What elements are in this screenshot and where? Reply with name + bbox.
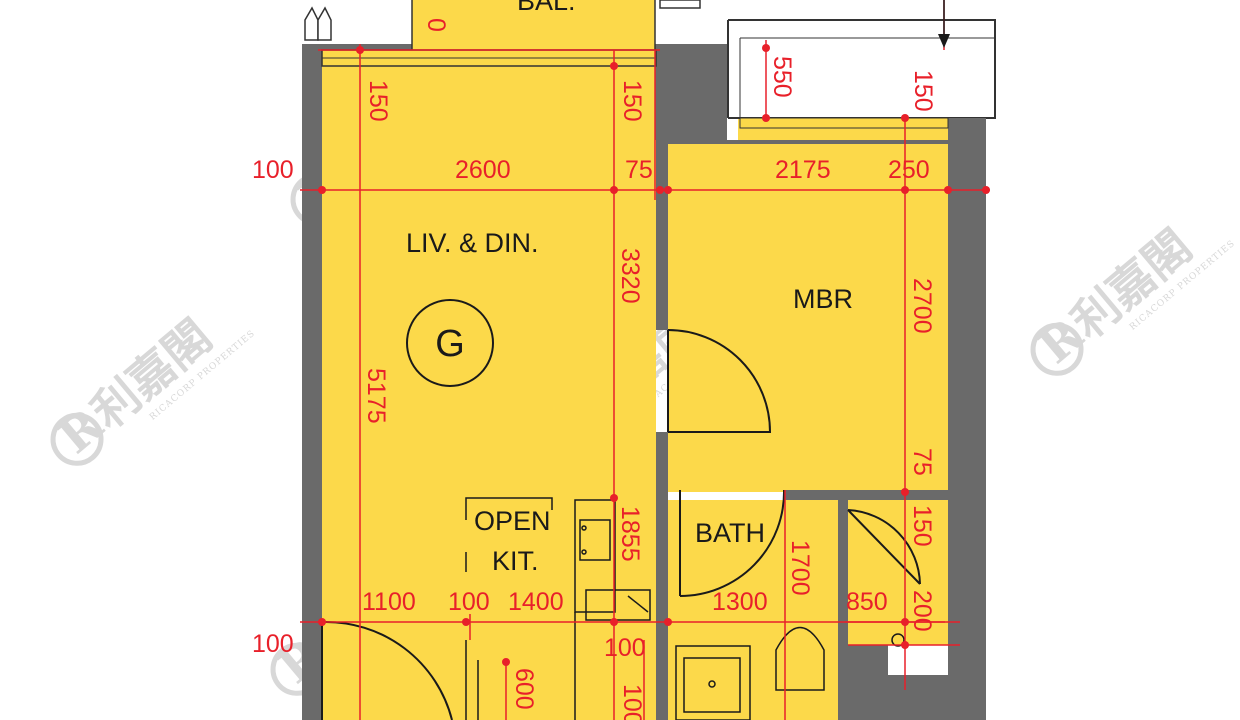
- fixtures: [465, 497, 905, 720]
- wall-column: [655, 44, 727, 140]
- walls: [302, 44, 986, 720]
- open-kitchen-label-1: OPEN: [474, 506, 551, 536]
- wall-mbr-top: [668, 140, 948, 144]
- wall-left: [302, 44, 322, 720]
- store-door: [847, 509, 921, 585]
- toilet-icon: [775, 626, 825, 691]
- kitchen-hood: [465, 497, 553, 520]
- wall-bottom-corner: [870, 675, 986, 720]
- wall-mbr-lower: [656, 432, 668, 720]
- wall-bath-store: [838, 500, 848, 720]
- unit-marker: G: [406, 299, 494, 387]
- watermark-logo: R 利嘉閣 RICACORP PROPERTIES: [1029, 219, 1237, 376]
- dim-kit-low-100: 100: [618, 684, 646, 720]
- dim-liv-5175: 5175: [362, 368, 390, 424]
- dim-store-200: 200: [908, 590, 936, 632]
- wall-top-right: [948, 118, 986, 142]
- dim-duct-550: 550: [768, 56, 796, 98]
- living-dining-floor: [322, 66, 656, 720]
- drain-icon: [891, 633, 905, 647]
- living-dining-label: LIV. & DIN.: [406, 228, 539, 258]
- dim-bottom-1100: 1100: [362, 588, 416, 616]
- entrance-door: [321, 620, 453, 720]
- wall-mbr-upper: [656, 140, 668, 190]
- wall-right: [948, 140, 986, 680]
- dim-wall-75: 75: [625, 156, 653, 184]
- dim-mbr-width: 2175: [775, 156, 831, 184]
- washbasin-icon: [675, 645, 751, 720]
- dim-mbr-75: 75: [908, 448, 936, 476]
- dim-store-150: 150: [908, 505, 936, 547]
- dim-left-low-100: 100: [252, 630, 294, 658]
- dim-kit-100: 100: [604, 634, 646, 662]
- bathroom-floor: [668, 500, 838, 720]
- master-bedroom-label: MBR: [793, 284, 853, 314]
- store-floor: [848, 500, 948, 645]
- wall-bath-top: [784, 490, 948, 500]
- dim-left-100: 100: [252, 156, 294, 184]
- dim-bottom-1400: 1400: [508, 588, 564, 616]
- open-kitchen-label-2: KIT.: [492, 546, 539, 576]
- dimension-labels: 0 150 150 550 150 100 2600 75 2175 250 3…: [252, 18, 937, 720]
- dimension-markers: [318, 44, 990, 666]
- dim-kit-1855: 1855: [616, 506, 644, 562]
- master-bedroom-floor: [668, 142, 948, 492]
- dim-bath-1300: 1300: [712, 588, 768, 616]
- unit-letter: G: [435, 323, 465, 365]
- floor-areas: [322, 0, 948, 720]
- hob-icon: [579, 519, 611, 561]
- dim-mid-150: 150: [618, 80, 646, 122]
- dim-mbr-2700: 2700: [908, 278, 936, 334]
- watermark-logo: R 利嘉閣 RICACORP PROPERTIES: [49, 309, 257, 466]
- dim-liv-3320: 3320: [616, 248, 644, 304]
- wall-mbr-mid: [656, 190, 668, 330]
- dim-store-850: 850: [846, 588, 888, 616]
- dim-bottom-100: 100: [448, 588, 490, 616]
- dim-bath-1700: 1700: [786, 540, 814, 596]
- dim-liv-width: 2600: [455, 156, 511, 184]
- sink-icon: [585, 589, 651, 621]
- kitchen-counter: [574, 499, 616, 613]
- bathroom-label: BATH: [695, 518, 765, 548]
- balcony-floor: [412, 0, 655, 50]
- mbr-door: [667, 329, 772, 433]
- dim-left-150: 150: [364, 80, 392, 122]
- bath-door: [679, 489, 786, 597]
- arrow-down-icon: [938, 0, 950, 48]
- dim-right-150: 150: [909, 70, 937, 112]
- balcony-label: BAL.: [517, 0, 576, 16]
- dim-kit-600: 600: [510, 668, 538, 710]
- doors: [321, 329, 921, 720]
- dim-bal-partial: 0: [422, 18, 450, 32]
- balcony-railing: [304, 0, 949, 129]
- dim-mbr-250: 250: [888, 156, 930, 184]
